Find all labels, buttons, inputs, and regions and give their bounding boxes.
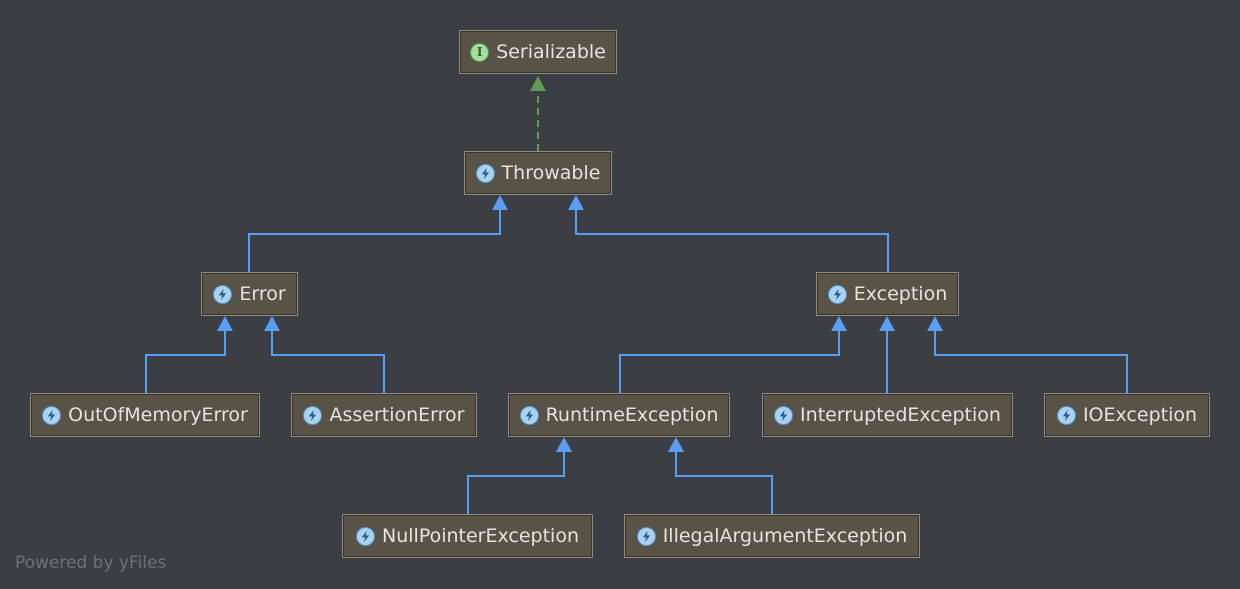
class-icon: [213, 284, 233, 304]
powered-by-footer: Powered by yFiles: [15, 553, 167, 573]
node-label: Serializable: [496, 41, 606, 63]
node-io-exception[interactable]: IOException: [1044, 393, 1210, 437]
node-label: RuntimeException: [545, 404, 719, 426]
node-runtime-exception[interactable]: RuntimeException: [508, 393, 730, 437]
class-icon: [303, 405, 323, 425]
class-icon: [636, 526, 656, 546]
class-icon: [827, 284, 847, 304]
interface-icon: I: [470, 42, 490, 62]
arrowhead: [927, 316, 943, 331]
node-throwable[interactable]: Throwable: [464, 151, 612, 195]
class-icon: [519, 405, 539, 425]
node-label: IllegalArgumentException: [662, 525, 908, 547]
node-error[interactable]: Error: [201, 272, 298, 316]
class-icon: [42, 405, 62, 425]
node-out-of-memory-error[interactable]: OutOfMemoryError: [30, 393, 260, 437]
arrowhead: [556, 437, 572, 452]
node-label: Error: [239, 283, 286, 305]
node-exception[interactable]: Exception: [816, 272, 959, 316]
arrowhead: [530, 76, 546, 91]
inheritance-edge: [934, 330, 1128, 393]
node-label: Exception: [853, 283, 948, 305]
class-icon: [475, 163, 495, 183]
arrowhead: [264, 316, 280, 331]
arrowhead: [568, 195, 584, 210]
node-null-pointer-exception[interactable]: NullPointerException: [342, 514, 593, 558]
node-label: InterruptedException: [800, 404, 1001, 426]
node-assertion-error[interactable]: AssertionError: [291, 393, 477, 437]
inheritance-edge: [467, 451, 565, 514]
class-icon: [1056, 405, 1076, 425]
arrowhead: [879, 316, 895, 331]
class-icon: [774, 405, 794, 425]
node-illegal-argument-exception[interactable]: IllegalArgumentException: [624, 514, 920, 558]
inheritance-edge: [271, 330, 385, 393]
inheritance-edge: [575, 209, 889, 272]
node-label: IOException: [1082, 404, 1198, 426]
inheritance-edge: [619, 330, 840, 393]
inheritance-edge: [675, 451, 773, 514]
inheritance-edge: [145, 330, 226, 393]
node-serializable[interactable]: I Serializable: [459, 30, 617, 74]
class-icon: [356, 526, 375, 546]
arrowhead: [831, 316, 847, 331]
inheritance-edge: [248, 209, 501, 272]
node-label: NullPointerException: [382, 525, 579, 547]
node-label: OutOfMemoryError: [68, 404, 248, 426]
node-label: Throwable: [501, 162, 601, 184]
node-interrupted-exception[interactable]: InterruptedException: [762, 393, 1013, 437]
node-label: AssertionError: [329, 404, 465, 426]
arrowhead: [668, 437, 684, 452]
arrowhead: [492, 195, 508, 210]
arrowhead: [217, 316, 233, 331]
